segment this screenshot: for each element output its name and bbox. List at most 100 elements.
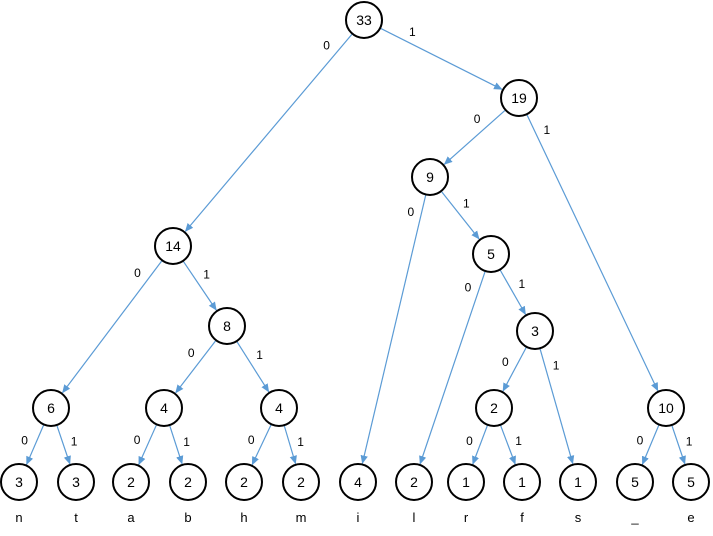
edge-n6-leaf_t xyxy=(56,424,71,465)
tree-node: 4 xyxy=(145,389,183,427)
node-value: 2 xyxy=(240,474,248,490)
edge-label: 1 xyxy=(544,123,551,137)
edge-n5-n3b xyxy=(499,269,527,315)
leaf-character-label: f xyxy=(520,510,524,525)
edge-label: 0 xyxy=(134,433,141,447)
leaf-character-label: i xyxy=(357,510,360,525)
edge-label: 1 xyxy=(203,267,210,281)
edge-label: 0 xyxy=(502,355,509,369)
edge-label: 1 xyxy=(515,434,522,448)
leaf-character-label: b xyxy=(184,510,191,525)
leaf-node: 2b xyxy=(169,463,207,525)
node-circle xyxy=(208,307,246,345)
edge-label: 0 xyxy=(21,433,28,447)
tree-node: 3 xyxy=(516,312,554,350)
leaf-node: 1f xyxy=(503,463,541,525)
node-value: 5 xyxy=(687,474,695,490)
edge-label: 1 xyxy=(409,25,416,39)
leaf-node: 2l xyxy=(395,463,433,525)
edge-label: 1 xyxy=(297,435,304,449)
leaf-node: 3n xyxy=(0,463,38,525)
node-circle xyxy=(395,463,433,501)
node-circle xyxy=(32,389,70,427)
tree-node: 19 xyxy=(500,79,538,117)
node-circle xyxy=(500,79,538,117)
node-value: 19 xyxy=(511,90,527,106)
edge-label: 1 xyxy=(183,435,190,449)
leaf-node: 2a xyxy=(112,463,150,525)
tree-node: 4 xyxy=(260,389,298,427)
edge-label: 0 xyxy=(134,266,141,280)
leaf-character-label: e xyxy=(687,510,694,525)
edge-label: 0 xyxy=(408,205,415,219)
node-value: 3 xyxy=(15,474,23,490)
node-value: 10 xyxy=(658,400,674,416)
leaf-character-label: _ xyxy=(630,510,639,525)
tree-node: 10 xyxy=(647,389,685,427)
node-value: 2 xyxy=(410,474,418,490)
edge-n10-leaf_underscore xyxy=(641,424,660,465)
edge-n9-leaf_i xyxy=(360,194,427,464)
node-circle xyxy=(154,227,192,265)
edge-n4b-leaf_m xyxy=(283,425,297,465)
node-value: 3 xyxy=(531,323,539,339)
node-value: 1 xyxy=(574,474,582,490)
edge-n10-leaf_e xyxy=(671,424,686,465)
node-circle xyxy=(260,389,298,427)
node-circle xyxy=(472,235,510,273)
edge-n14-n8 xyxy=(182,260,217,311)
edge-label: 0 xyxy=(474,112,481,126)
node-value: 4 xyxy=(160,400,168,416)
tree-node: 33 xyxy=(345,1,383,39)
edge-n6-leaf_n xyxy=(25,424,45,466)
node-value: 2 xyxy=(490,400,498,416)
node-circle xyxy=(516,312,554,350)
tree-node: 8 xyxy=(208,307,246,345)
edge-label: 0 xyxy=(188,346,195,360)
edge-label: 1 xyxy=(686,435,693,449)
node-circle xyxy=(282,463,320,501)
node-value: 2 xyxy=(127,474,135,490)
leaf-character-label: l xyxy=(413,510,416,525)
node-circle xyxy=(447,463,485,501)
edge-label: 0 xyxy=(323,39,330,53)
node-value: 14 xyxy=(165,238,181,254)
edge-n2b-leaf_f xyxy=(499,424,516,465)
edge-n4a-leaf_a xyxy=(138,424,158,466)
node-circle xyxy=(225,463,263,501)
leaf-character-label: a xyxy=(127,510,135,525)
leaf-node: 5_ xyxy=(616,463,654,525)
edge-n8-n4a xyxy=(175,339,217,394)
node-value: 3 xyxy=(72,474,80,490)
edge-label: 1 xyxy=(553,358,560,372)
edge-n19-n10 xyxy=(526,114,659,392)
node-circle xyxy=(145,389,183,427)
node-circle xyxy=(339,463,377,501)
node-circle xyxy=(411,158,449,196)
node-circle xyxy=(647,389,685,427)
edge-n4b-leaf_h xyxy=(251,424,272,466)
node-circle xyxy=(503,463,541,501)
edge-label: 0 xyxy=(248,433,255,447)
leaf-node: 4i xyxy=(339,463,377,525)
edge-n8-n4b xyxy=(236,340,270,393)
node-circle xyxy=(475,389,513,427)
node-value: 1 xyxy=(462,474,470,490)
tree-node: 6 xyxy=(32,389,70,427)
leaf-character-label: m xyxy=(296,510,307,525)
edge-n5-leaf_l xyxy=(419,270,486,465)
node-circle xyxy=(616,463,654,501)
leaf-node: 5e xyxy=(672,463,710,525)
node-value: 8 xyxy=(223,318,231,334)
node-value: 4 xyxy=(354,474,362,490)
edge-label: 0 xyxy=(465,281,472,295)
edge-label: 1 xyxy=(463,196,470,210)
edge-label: 1 xyxy=(256,348,263,362)
leaf-node: 3t xyxy=(57,463,95,525)
edge-label: 0 xyxy=(466,434,473,448)
edge-label: 1 xyxy=(518,277,525,291)
edge-n33-n19 xyxy=(379,27,503,90)
leaf-character-label: t xyxy=(74,510,78,525)
